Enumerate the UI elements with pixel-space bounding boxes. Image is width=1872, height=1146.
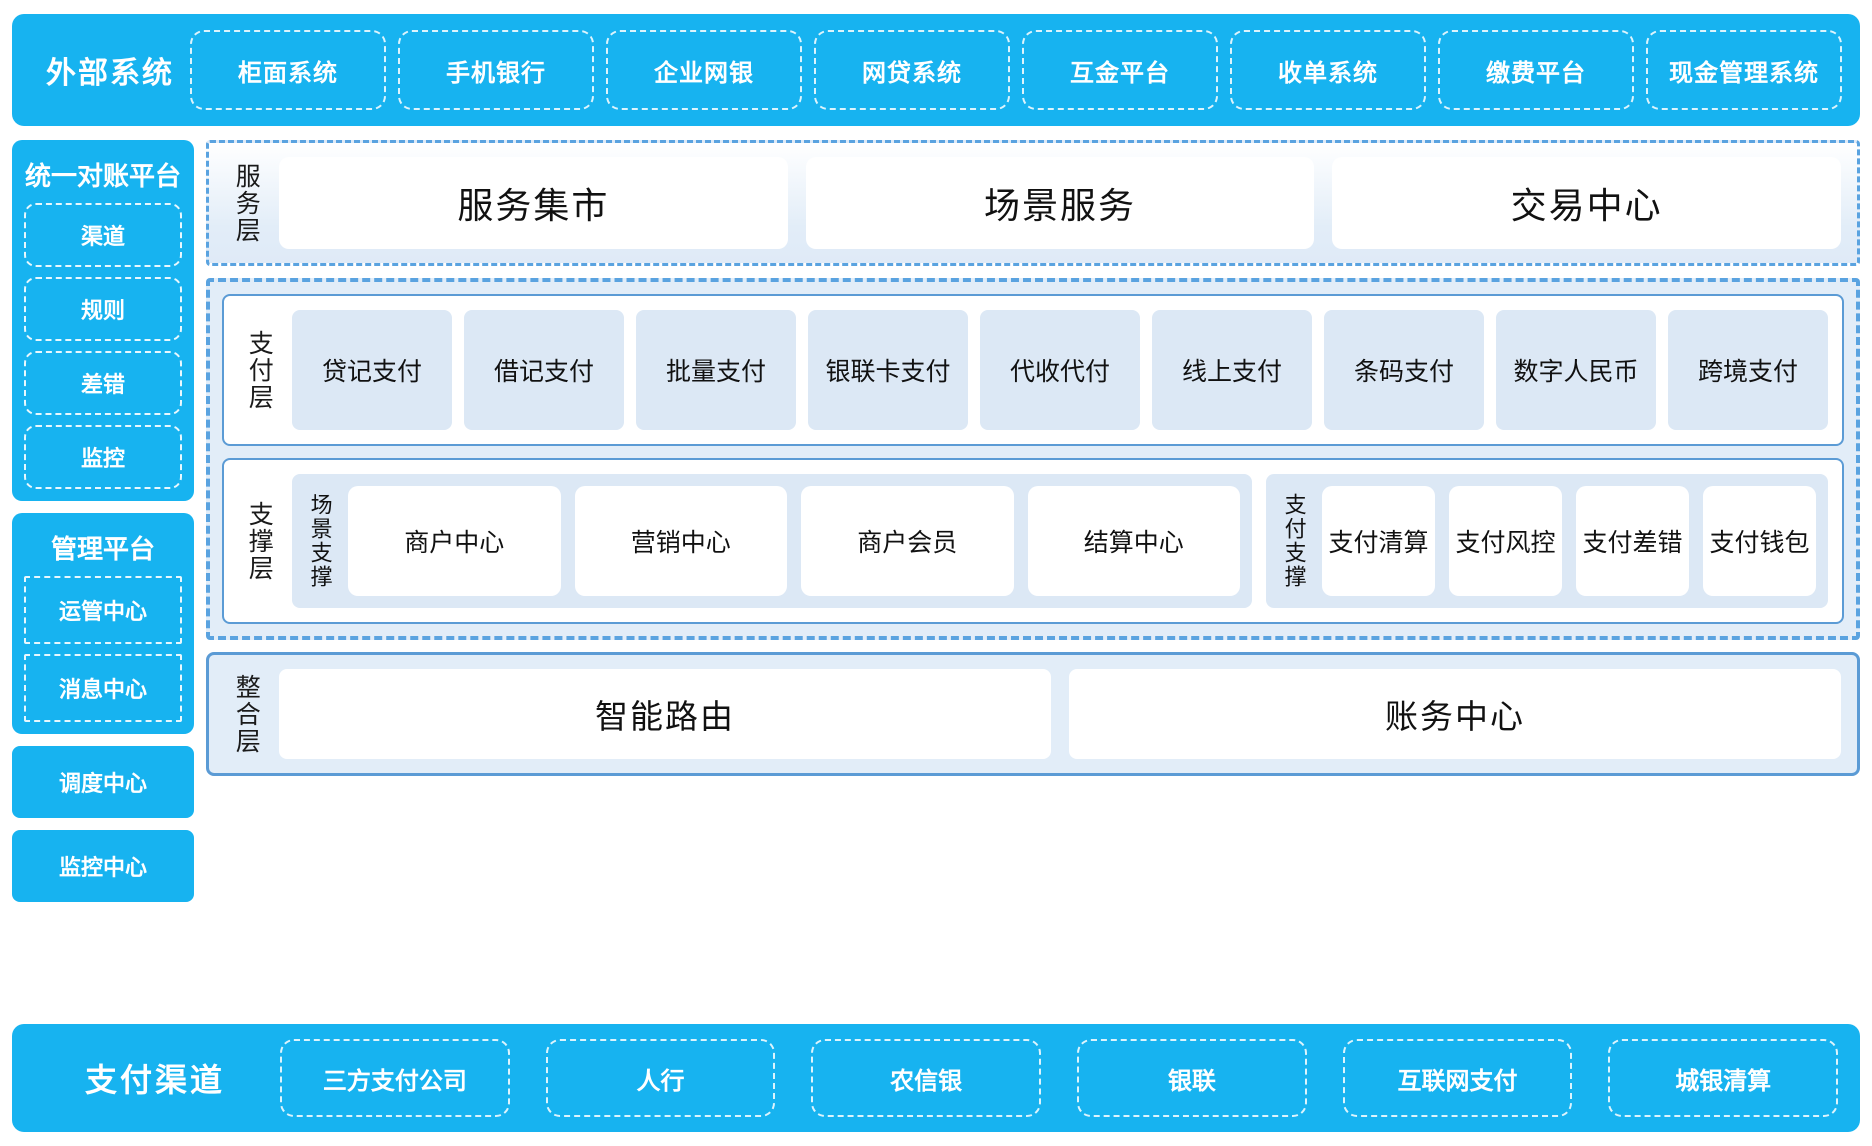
payment-tile-cross-border[interactable]: 跨境支付 [1668,310,1828,430]
payment-tile-collection-payment[interactable]: 代收代付 [980,310,1140,430]
integration-card-accounting-center[interactable]: 账务中心 [1069,669,1841,759]
external-systems-bar: 外部系统 柜面系统 手机银行 企业网银 网贷系统 互金平台 收单系统 缴费平台 … [12,14,1860,126]
service-layer-section: 服务层 服务集市 场景服务 交易中心 [206,140,1860,266]
sidebar-item-message-center[interactable]: 消息中心 [24,654,182,722]
external-system-chip[interactable]: 缴费平台 [1438,30,1634,110]
service-card-transaction[interactable]: 交易中心 [1332,157,1842,249]
sidebar-panel-items: 运管中心 消息中心 [24,576,182,722]
external-system-chip[interactable]: 企业网银 [606,30,802,110]
payment-channel-chip[interactable]: 城银清算 [1608,1039,1839,1117]
support-group-scene-label: 场景支撑 [307,493,333,589]
integration-layer-cards: 智能路由 账务中心 [279,669,1841,759]
payment-channel-chip[interactable]: 银联 [1077,1039,1307,1117]
payment-channel-chip[interactable]: 互联网支付 [1342,1039,1573,1117]
support-group-payment-label: 支付支撑 [1281,493,1307,589]
support-group-payment-tiles: 支付清算 支付风控 支付差错 支付钱包 [1322,486,1816,596]
sidebar-item-scheduling-center[interactable]: 调度中心 [12,746,194,818]
service-layer-cards: 服务集市 场景服务 交易中心 [279,157,1842,249]
payment-channels-list: 三方支付公司 人行 农信银 银联 互联网支付 城银清算 [280,1039,1844,1117]
payment-channel-chip[interactable]: 三方支付公司 [280,1039,510,1117]
sidebar-item-operations-center[interactable]: 运管中心 [24,576,182,644]
support-tile-settlement-center[interactable]: 结算中心 [1027,486,1240,596]
support-tile-marketing-center[interactable]: 营销中心 [574,486,787,596]
payment-tile-digital-rmb[interactable]: 数字人民币 [1496,310,1656,430]
sidebar-item-monitoring-center[interactable]: 监控中心 [12,830,194,902]
external-system-chip[interactable]: 现金管理系统 [1646,30,1842,110]
external-system-chip[interactable]: 柜面系统 [190,30,386,110]
external-system-chip[interactable]: 网贷系统 [814,30,1010,110]
support-tile-merchant-center[interactable]: 商户中心 [348,486,561,596]
service-layer-label-wrap: 服务层 [225,157,267,249]
payment-channels-title: 支付渠道 [84,1062,225,1098]
sidebar-panel-items: 渠道 规则 差错 监控 [24,203,182,489]
support-layer-groups: 场景支撑 商户中心 营销中心 商户会员 结算中心 支付支撑 [292,474,1828,608]
support-group-payment: 支付支撑 支付清算 支付风控 支付差错 支付钱包 [1266,474,1828,608]
sidebar-panel-reconciliation: 统一对账平台 渠道 规则 差错 监控 [12,140,194,501]
support-layer-card: 支撑层 场景支撑 商户中心 营销中心 商户会员 结算中心 [222,458,1844,624]
main-architecture-column: 服务层 服务集市 场景服务 交易中心 支付层 贷记支付 [206,140,1860,776]
payment-layer-card: 支付层 贷记支付 借记支付 批量支付 银联卡支付 代收代付 线上支付 条码支付 … [222,294,1844,446]
sidebar-item-monitor[interactable]: 监控 [24,425,182,489]
payment-tile-barcode[interactable]: 条码支付 [1324,310,1484,430]
payment-layer-row: 支付层 贷记支付 借记支付 批量支付 银联卡支付 代收代付 线上支付 条码支付 … [238,310,1828,430]
support-layer-label: 支撑层 [245,500,274,582]
payment-layer-label: 支付层 [245,329,274,411]
payment-layer-tiles: 贷记支付 借记支付 批量支付 银联卡支付 代收代付 线上支付 条码支付 数字人民… [292,310,1828,430]
payment-tile-online[interactable]: 线上支付 [1152,310,1312,430]
integration-layer-section: 整合层 智能路由 账务中心 [206,652,1860,776]
sidebar-item-rule[interactable]: 规则 [24,277,182,341]
payment-tile-unionpay-card[interactable]: 银联卡支付 [808,310,968,430]
payment-tile-credit[interactable]: 贷记支付 [292,310,452,430]
support-group-scene: 场景支撑 商户中心 营销中心 商户会员 结算中心 [292,474,1252,608]
integration-layer-label-wrap: 整合层 [225,669,267,759]
payment-channels-bar: 支付渠道 三方支付公司 人行 农信银 银联 互联网支付 城银清算 [12,1024,1860,1132]
support-tile-payment-clearing[interactable]: 支付清算 [1322,486,1435,596]
sidebar-panel-management: 管理平台 运管中心 消息中心 [12,513,194,734]
support-tile-payment-error[interactable]: 支付差错 [1576,486,1689,596]
support-tile-payment-risk[interactable]: 支付风控 [1449,486,1562,596]
integration-card-smart-routing[interactable]: 智能路由 [279,669,1051,759]
support-group-scene-tiles: 商户中心 营销中心 商户会员 结算中心 [348,486,1240,596]
payment-layer-label-wrap: 支付层 [238,310,280,430]
sidebar-panel-title: 管理平台 [50,534,155,564]
service-layer-row: 服务层 服务集市 场景服务 交易中心 [225,157,1842,249]
support-layer-row: 支撑层 场景支撑 商户中心 营销中心 商户会员 结算中心 [238,474,1828,608]
sidebar-item-channel[interactable]: 渠道 [24,203,182,267]
support-tile-merchant-member[interactable]: 商户会员 [801,486,1014,596]
integration-layer-row: 整合层 智能路由 账务中心 [225,669,1841,759]
support-group-payment-label-wrap: 支付支撑 [1278,486,1310,596]
support-group-scene-label-wrap: 场景支撑 [304,486,336,596]
sidebar-item-error[interactable]: 差错 [24,351,182,415]
left-sidebar: 统一对账平台 渠道 规则 差错 监控 管理平台 运管中心 消息中心 调度中心 监… [12,140,194,902]
support-tile-payment-wallet[interactable]: 支付钱包 [1703,486,1816,596]
service-layer-label: 服务层 [232,162,261,244]
payment-channel-chip[interactable]: 农信银 [811,1039,1042,1117]
external-system-chip[interactable]: 互金平台 [1022,30,1218,110]
payment-core-section: 支付层 贷记支付 借记支付 批量支付 银联卡支付 代收代付 线上支付 条码支付 … [206,278,1860,640]
sidebar-panel-title: 统一对账平台 [24,161,181,191]
service-card-scenario[interactable]: 场景服务 [805,157,1315,249]
service-card-marketplace[interactable]: 服务集市 [279,157,788,249]
payment-tile-batch[interactable]: 批量支付 [636,310,796,430]
external-system-chip[interactable]: 收单系统 [1230,30,1426,110]
external-systems-list: 柜面系统 手机银行 企业网银 网贷系统 互金平台 收单系统 缴费平台 现金管理系… [190,30,1846,110]
external-systems-title: 外部系统 [46,57,174,90]
external-system-chip[interactable]: 手机银行 [398,30,594,110]
integration-layer-label: 整合层 [232,673,261,755]
support-layer-label-wrap: 支撑层 [238,474,280,608]
payment-tile-debit[interactable]: 借记支付 [464,310,624,430]
payment-channel-chip[interactable]: 人行 [545,1039,776,1117]
